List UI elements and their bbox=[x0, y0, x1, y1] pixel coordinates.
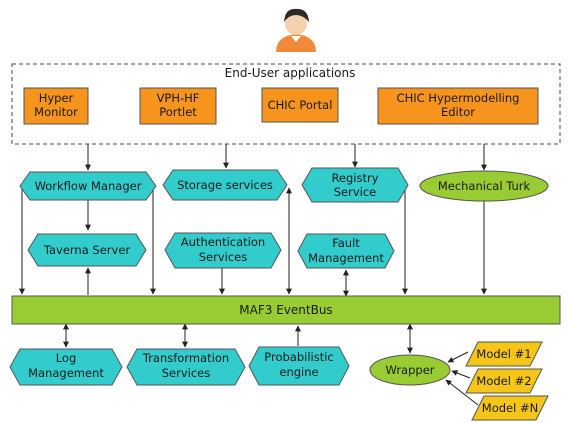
connectors bbox=[19, 144, 487, 406]
model-1[interactable]: Model #1 bbox=[465, 341, 543, 367]
service-transformation[interactable]: Transformation Services bbox=[126, 348, 246, 386]
end-user-applications-title: End-User applications bbox=[225, 66, 356, 80]
app-chic-hypermodelling-editor[interactable]: CHIC Hypermodelling Editor bbox=[377, 87, 539, 125]
app-chic-portal-line-1: CHIC Portal bbox=[268, 98, 333, 112]
probabilistic-line-2: engine bbox=[279, 365, 318, 379]
authentication-line-2: Services bbox=[199, 250, 248, 264]
model-n[interactable]: Model #N bbox=[471, 395, 549, 421]
user-avatar-icon bbox=[276, 8, 316, 52]
transformation-line-1: Transformation bbox=[142, 351, 229, 365]
edge-modeln-to-wrapper bbox=[445, 379, 479, 406]
external-wrapper[interactable]: Wrapper bbox=[369, 354, 451, 386]
app-chic-portal[interactable]: CHIC Portal bbox=[261, 87, 339, 123]
service-log-management[interactable]: Log Management bbox=[9, 348, 123, 386]
fault-management-line-1: Fault bbox=[332, 236, 360, 250]
model-1-label: Model #1 bbox=[476, 347, 531, 361]
model-2-label: Model #2 bbox=[476, 374, 531, 388]
model-n-label: Model #N bbox=[482, 401, 538, 415]
registry-service-line-1: Registry bbox=[331, 171, 378, 185]
service-authentication[interactable]: Authentication Services bbox=[164, 232, 282, 269]
event-bus-label: MAF3 EventBus bbox=[239, 303, 332, 317]
probabilistic-line-1: Probabilistic bbox=[264, 350, 334, 364]
service-taverna-server[interactable]: Taverna Server bbox=[27, 233, 147, 267]
taverna-server-label: Taverna Server bbox=[43, 243, 131, 257]
edge-model1-to-wrapper bbox=[447, 351, 469, 363]
transformation-line-2: Services bbox=[162, 366, 211, 380]
app-hyper-monitor-line-2: Monitor bbox=[34, 105, 78, 119]
service-probabilistic-engine[interactable]: Probabilistic engine bbox=[248, 346, 350, 386]
edge-model2-to-wrapper bbox=[451, 370, 471, 379]
end-user-applications-group bbox=[11, 63, 561, 145]
service-workflow-manager[interactable]: Workflow Manager bbox=[19, 171, 157, 201]
service-storage-services[interactable]: Storage services bbox=[162, 169, 288, 201]
fault-management-line-2: Management bbox=[308, 251, 384, 265]
app-hyper-monitor[interactable]: Hyper Monitor bbox=[23, 87, 89, 125]
app-vph-hf-portlet-line-1: VPH-HF bbox=[157, 91, 200, 105]
mechanical-turk-label: Mechanical Turk bbox=[438, 179, 531, 193]
log-management-line-1: Log bbox=[56, 351, 77, 365]
app-chic-editor-line-1: CHIC Hypermodelling bbox=[397, 91, 520, 105]
authentication-line-1: Authentication bbox=[181, 235, 265, 249]
registry-service-line-2: Service bbox=[334, 185, 377, 199]
wrapper-label: Wrapper bbox=[385, 363, 434, 377]
workflow-manager-label: Workflow Manager bbox=[35, 179, 142, 193]
app-hyper-monitor-line-1: Hyper bbox=[39, 91, 74, 105]
service-registry[interactable]: Registry Service bbox=[301, 167, 409, 203]
log-management-line-2: Management bbox=[28, 366, 104, 380]
maf3-event-bus[interactable]: MAF3 EventBus bbox=[11, 295, 561, 325]
app-vph-hf-portlet-line-2: Portlet bbox=[159, 105, 197, 119]
app-chic-editor-line-2: Editor bbox=[441, 105, 475, 119]
app-vph-hf-portlet[interactable]: VPH-HF Portlet bbox=[139, 87, 217, 125]
storage-services-label: Storage services bbox=[177, 178, 273, 192]
external-mechanical-turk[interactable]: Mechanical Turk bbox=[419, 170, 549, 202]
model-2[interactable]: Model #2 bbox=[465, 368, 543, 394]
service-fault-management[interactable]: Fault Management bbox=[297, 233, 395, 269]
